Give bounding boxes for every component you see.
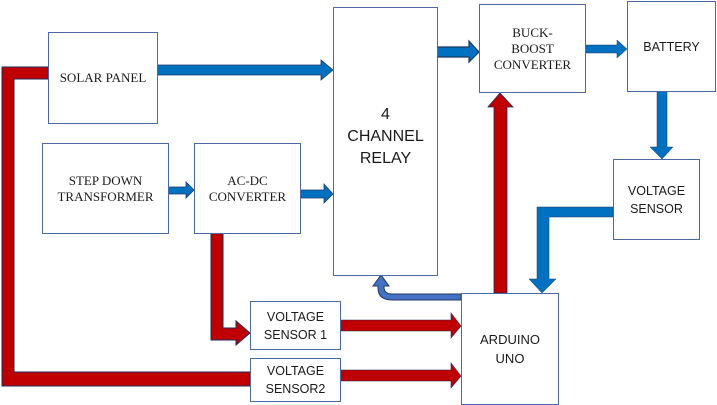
solar-panel-label: SOLAR PANEL	[59, 70, 147, 85]
ac-dc-label-line-1: AC-DC	[227, 172, 268, 188]
acdc-to-voltage-sensor-1-arrow	[210, 232, 251, 347]
battery-block: BATTERY	[627, 1, 716, 92]
relay-label-line-1: 4	[381, 106, 390, 123]
arduino-label-line-1: ARDUINO	[480, 332, 540, 347]
battery-label: BATTERY	[643, 39, 700, 54]
relay-label-line-3: RELAY	[359, 150, 412, 167]
relay-to-buck-boost-arrow	[436, 39, 480, 64]
voltage-sensor-1-to-arduino-arrow	[339, 312, 462, 339]
arduino-to-relay-control-arrow	[372, 274, 462, 301]
voltage-sensor-label-line-1: VOLTAGE	[627, 183, 686, 198]
voltage-sensor-label-line-2: SENSOR	[630, 201, 683, 216]
buck-boost-label-line-2: BOOST	[511, 40, 554, 56]
arduino-to-buck-boost-arrow	[487, 92, 514, 294]
voltage-sensor-to-arduino-arrow	[528, 206, 614, 294]
buck-boost-label-line-3: CONVERTER	[493, 56, 572, 72]
voltage-sensor-2-label-line-1: VOLTAGE	[266, 364, 325, 378]
ac-dc-converter-block: AC-DC CONVERTER	[194, 143, 301, 234]
battery-to-voltage-sensor-arrow	[649, 90, 674, 160]
voltage-sensor-2-label-line-2: SENSOR2	[265, 382, 326, 396]
voltage-sensor-1-label-line-1: VOLTAGE	[266, 309, 325, 324]
acdc-to-relay-arrow	[299, 182, 334, 204]
voltage-sensor-1-block: VOLTAGE SENSOR 1	[250, 301, 341, 350]
step-down-transformer-block: STEP DOWN TRANSFORMER	[42, 143, 169, 234]
relay-label-line-2: CHANNEL	[347, 128, 424, 145]
voltage-sensor-2-to-arduino-arrow	[339, 362, 462, 389]
ac-dc-label-line-2: CONVERTER	[208, 188, 287, 204]
voltage-sensor-2-block: VOLTAGE SENSOR2	[250, 358, 341, 402]
voltage-sensor-block: VOLTAGE SENSOR	[613, 159, 700, 240]
voltage-sensor-1-label-line-2: SENSOR 1	[263, 327, 328, 342]
buck-boost-label-line-1: BUCK-	[512, 24, 553, 40]
solar-panel-block: SOLAR PANEL	[48, 32, 158, 124]
step-down-label-line-1: STEP DOWN	[68, 172, 143, 188]
buck-boost-to-battery-arrow	[584, 39, 628, 59]
step-down-label-line-2: TRANSFORMER	[57, 188, 154, 204]
solar-to-relay-arrow	[156, 59, 334, 81]
arduino-label-line-2: UNO	[495, 351, 525, 366]
step-down-to-acdc-arrow	[167, 181, 195, 199]
four-channel-relay-block: 4 CHANNEL RELAY	[333, 7, 438, 276]
buck-boost-converter-block: BUCK- BOOST CONVERTER	[479, 4, 586, 93]
arduino-uno-block: ARDUINO UNO	[461, 293, 559, 405]
